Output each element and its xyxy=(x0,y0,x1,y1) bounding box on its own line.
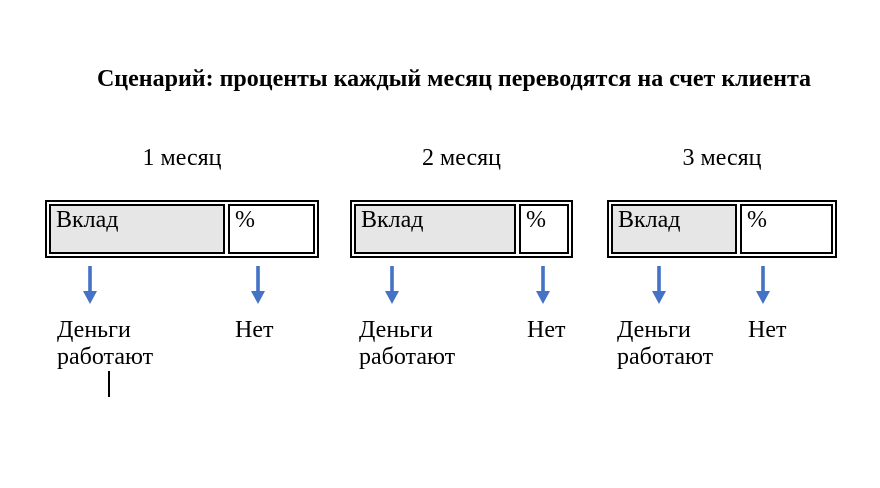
deposit-table-1: Вклад % xyxy=(45,200,319,258)
arrow-down-icon xyxy=(385,266,399,304)
text-cursor xyxy=(108,371,110,397)
arrow-down-icon xyxy=(756,266,770,304)
arrow-down-icon xyxy=(251,266,265,304)
arrow-down-icon xyxy=(83,266,97,304)
deposit-outcome-3[interactable]: Деньги работают xyxy=(617,317,714,370)
percent-outcome-2[interactable]: Нет xyxy=(527,317,566,343)
page-title[interactable]: Сценарий: проценты каждый месяц переводя… xyxy=(96,66,812,92)
deposit-table-2: Вклад % xyxy=(350,200,573,258)
deposit-cell-2[interactable]: Вклад xyxy=(354,204,516,254)
percent-outcome-3[interactable]: Нет xyxy=(748,317,787,343)
arrow-down-icon xyxy=(536,266,550,304)
deposit-outcome-2[interactable]: Деньги работают xyxy=(359,317,456,370)
deposit-cell-3[interactable]: Вклад xyxy=(611,204,737,254)
percent-cell-2[interactable]: % xyxy=(519,204,569,254)
deposit-cell-1[interactable]: Вклад xyxy=(49,204,225,254)
percent-outcome-1[interactable]: Нет xyxy=(235,317,274,343)
deposit-table-3: Вклад % xyxy=(607,200,837,258)
percent-cell-3[interactable]: % xyxy=(740,204,833,254)
deposit-outcome-1[interactable]: Деньги работают xyxy=(57,317,154,370)
arrow-down-icon xyxy=(652,266,666,304)
month-header-3[interactable]: 3 месяц xyxy=(682,145,762,171)
month-header-1[interactable]: 1 месяц xyxy=(142,145,222,171)
percent-cell-1[interactable]: % xyxy=(228,204,315,254)
month-header-2[interactable]: 2 месяц xyxy=(422,145,501,171)
